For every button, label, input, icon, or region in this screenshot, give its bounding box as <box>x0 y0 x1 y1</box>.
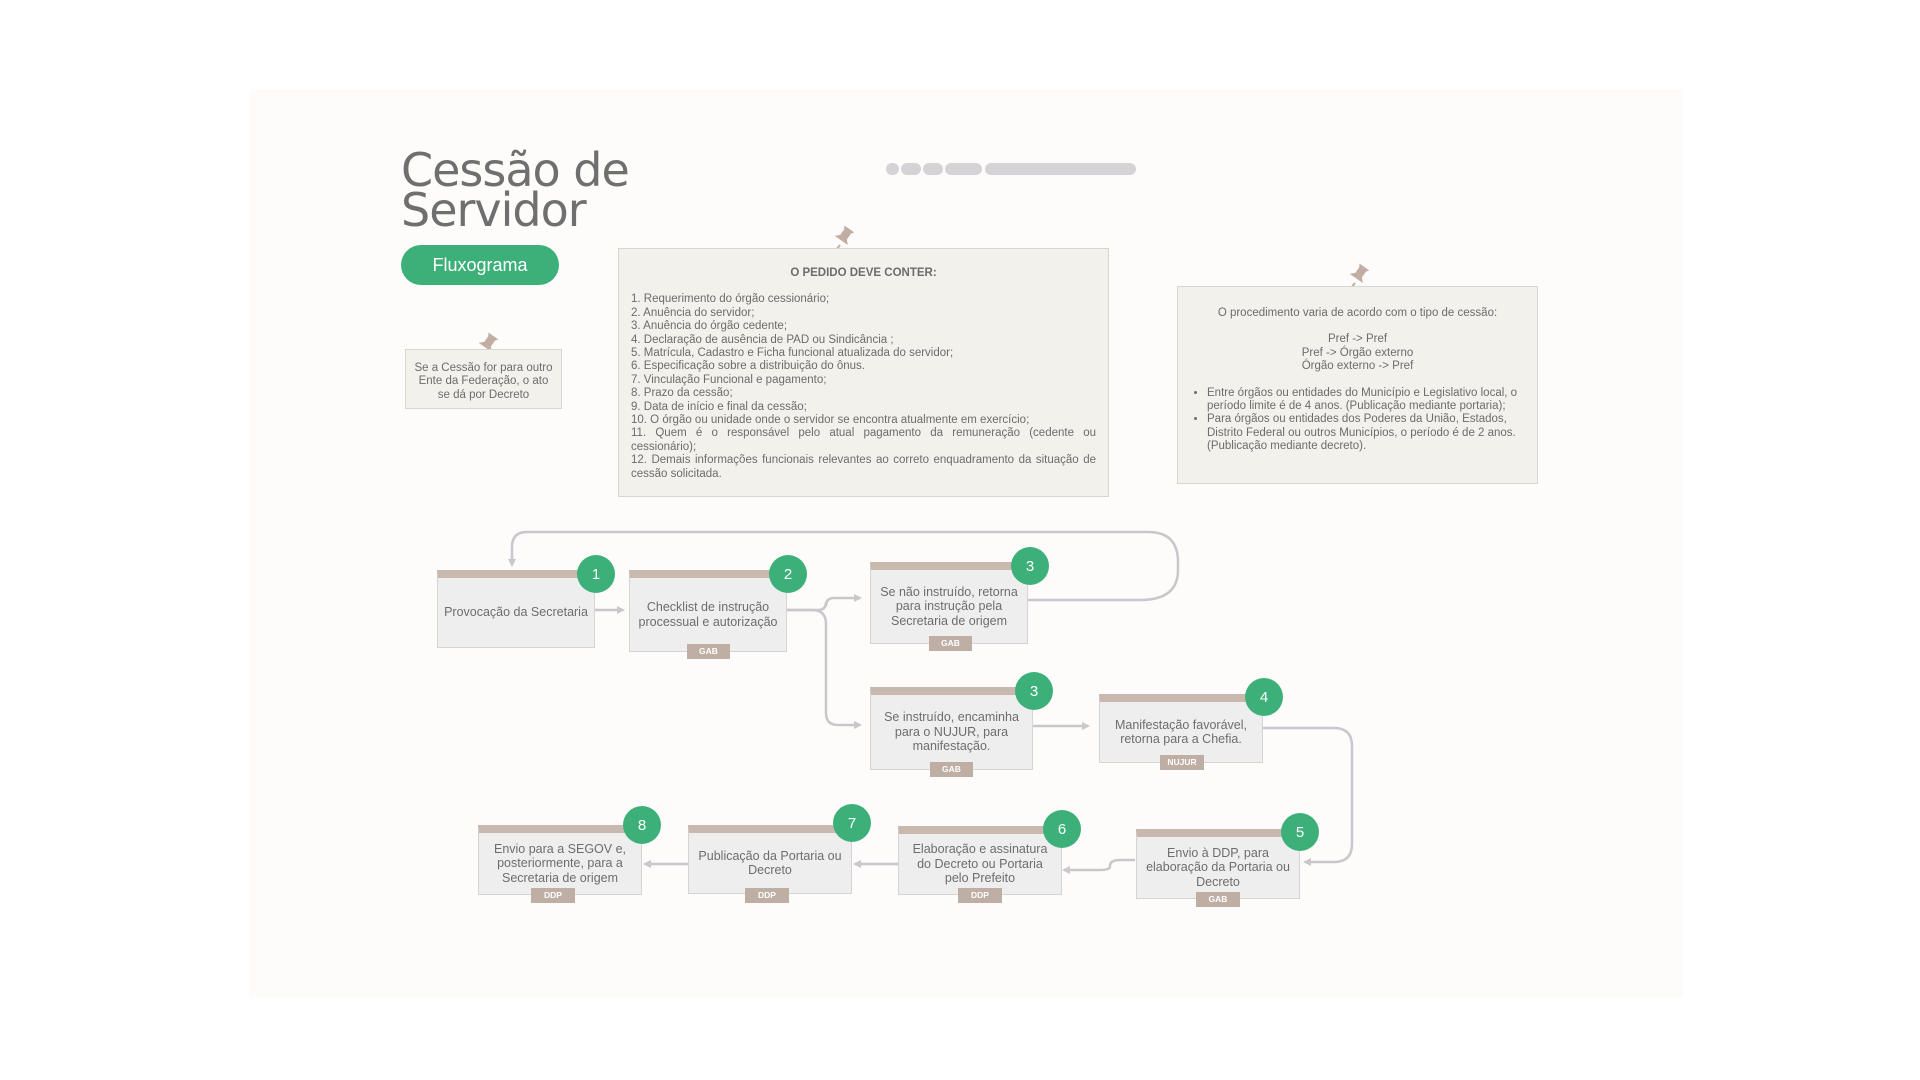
procedure-rule: Entre órgãos ou entidades do Município e… <box>1207 387 1523 414</box>
step-7-owner-badge: DDP <box>745 888 789 903</box>
flow-step-4-text: Manifestação favorável, retorna para a C… <box>1114 717 1247 747</box>
step-number-8: 8 <box>623 806 661 844</box>
step-2-owner-badge: GAB <box>687 644 730 659</box>
flow-step-2-text: Checklist de instrução processual e auto… <box>638 600 778 629</box>
note-cession-decree: Se a Cessão for para outro Ente da Feder… <box>405 349 562 409</box>
requirement-item: 8. Prazo da cessão; <box>631 387 733 400</box>
step-number-1: 1 <box>577 555 615 593</box>
page-title: Cessão de Servidor <box>401 147 630 233</box>
connector-3a-1 <box>508 530 1180 602</box>
note-request-requirements: O PEDIDO DEVE CONTER: 1. Requerimento do… <box>618 248 1109 497</box>
procedure-intro: O procedimento varia de acordo com o tip… <box>1217 307 1498 319</box>
connector-2-3a <box>786 594 862 612</box>
flow-step-3a: Se não instruído, retorna para instrução… <box>870 562 1028 644</box>
requirement-item: 1. Requerimento do órgão cessionário; <box>631 293 830 306</box>
step-number-3b: 3 <box>1015 672 1053 710</box>
title-line-1: Cessão de <box>401 143 630 197</box>
procedure-rule: Para órgãos ou entidades dos Poderes da … <box>1207 413 1523 453</box>
procedure-rules: Entre órgãos ou entidades do Município e… <box>1192 387 1523 454</box>
procedure-type-1: Pref -> Pref <box>1327 333 1388 346</box>
requirement-item: 2. Anuência do servidor; <box>631 306 755 319</box>
step-number-3a: 3 <box>1011 547 1049 585</box>
procedure-type-3: Órgão externo -> Pref <box>1301 360 1414 373</box>
loading-dots <box>886 163 1136 175</box>
flow-step-3b: Se instruído, encaminha para o NUJUR, pa… <box>870 687 1033 770</box>
step-number-5: 5 <box>1281 813 1319 851</box>
requirement-item: 7. Vinculação Funcional e pagamento; <box>631 373 827 386</box>
flow-step-4: Manifestação favorável, retorna para a C… <box>1099 694 1263 763</box>
title-line-2: Servidor <box>401 183 587 237</box>
flow-step-8-text: Envio para a SEGOV e, posteriormente, pa… <box>493 841 626 885</box>
flow-step-5-text: Envio à DDP, para elaboração da Portaria… <box>1146 845 1290 889</box>
flow-step-5: Envio à DDP, para elaboração da Portaria… <box>1136 829 1300 899</box>
flow-step-3b-text: Se instruído, encaminha para o NUJUR, pa… <box>884 710 1019 754</box>
note-cession-decree-text: Se a Cessão for para outro Ente da Feder… <box>414 362 553 401</box>
step-number-6: 6 <box>1043 810 1081 848</box>
requirement-item: 3. Anuência do órgão cedente; <box>631 320 788 333</box>
step-4-owner-badge: NUJUR <box>1160 755 1204 770</box>
flow-step-1: Provocação da Secretaria <box>437 570 595 648</box>
requirement-item: 10. O órgão ou unidade onde o servidor s… <box>631 414 1030 427</box>
connector-2-3b <box>786 608 862 729</box>
requirement-item: 11. Quem é o responsável pelo atual paga… <box>631 427 1096 453</box>
requirement-item: 12. Demais informações funcionais releva… <box>631 454 1096 480</box>
flow-step-7: Publicação da Portaria ou Decreto <box>688 825 852 894</box>
flow-step-1-text: Provocação da Secretaria <box>444 605 588 620</box>
fluxograma-tag[interactable]: Fluxograma <box>401 245 559 285</box>
requirement-item: 6. Especificação sobre a distribuição do… <box>631 360 865 373</box>
note-procedure-types: O procedimento varia de acordo com o tip… <box>1177 286 1538 484</box>
step-8-owner-badge: DDP <box>531 888 575 903</box>
flow-step-6: Elaboração e assinatura do Decreto ou Po… <box>898 826 1062 895</box>
requirements-list: 1. Requerimento do órgão cessionário;2. … <box>631 293 1096 481</box>
requirement-item: 5. Matrícula, Cadastro e Ficha funcional… <box>631 347 954 360</box>
step-number-4: 4 <box>1245 678 1283 716</box>
step-5-owner-badge: GAB <box>1196 892 1240 907</box>
flow-step-2: Checklist de instrução processual e auto… <box>629 570 787 652</box>
flow-step-8: Envio para a SEGOV e, posteriormente, pa… <box>478 825 642 895</box>
requirement-item: 9. Data de início e final da cessão; <box>631 400 807 413</box>
requirement-item: 4. Declaração de ausência de PAD ou Sind… <box>631 333 894 346</box>
connector-5-6 <box>1062 858 1135 874</box>
flow-step-7-text: Publicação da Portaria ou Decreto <box>698 848 842 878</box>
step-3b-owner-badge: GAB <box>930 762 973 777</box>
step-3a-owner-badge: GAB <box>929 636 972 651</box>
flow-step-6-text: Elaboração e assinatura do Decreto ou Po… <box>912 842 1048 886</box>
procedure-type-2: Pref -> Órgão externo <box>1301 346 1414 359</box>
step-6-owner-badge: DDP <box>958 888 1002 903</box>
step-number-7: 7 <box>833 804 871 842</box>
connector-4-5 <box>1263 726 1354 866</box>
step-number-2: 2 <box>769 555 807 593</box>
note-request-heading: O PEDIDO DEVE CONTER: <box>790 267 937 279</box>
flow-step-3a-text: Se não instruído, retorna para instrução… <box>880 584 1018 628</box>
